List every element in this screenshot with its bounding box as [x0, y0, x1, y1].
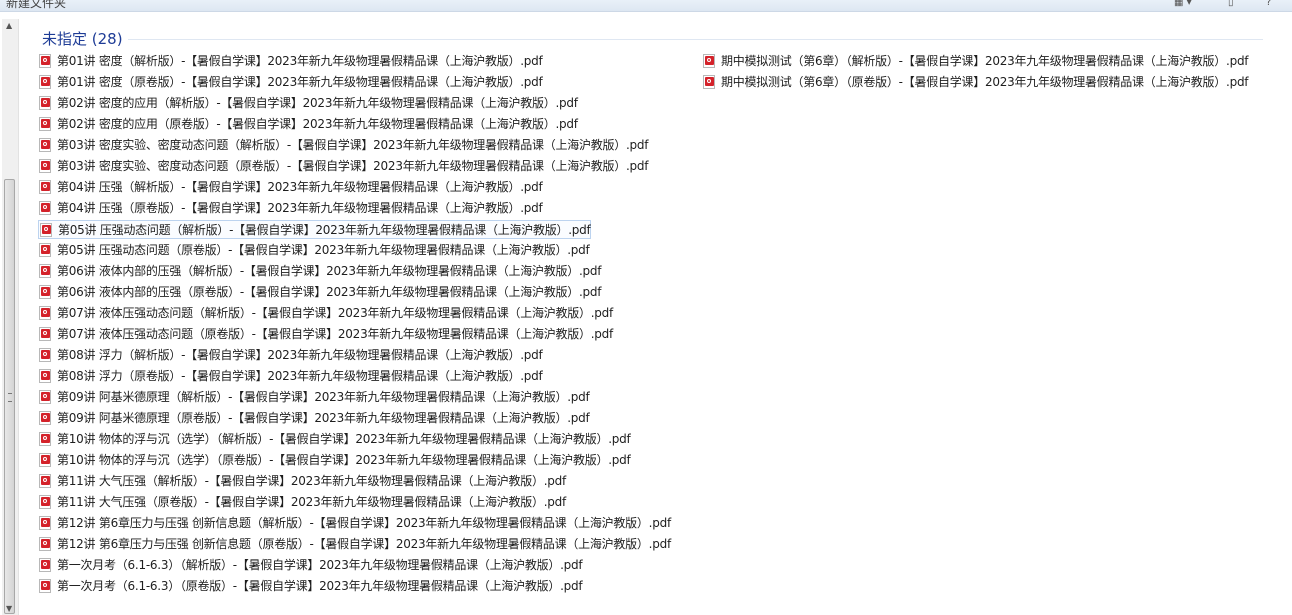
- file-item[interactable]: 期中模拟测试（第6章）（原卷版）-【暑假自学课】2023年九年级物理暑假精品课（…: [702, 73, 1249, 92]
- scroll-up-icon[interactable]: ▲: [6, 21, 13, 30]
- pdf-file-icon: [703, 54, 715, 68]
- pdf-file-icon: [39, 243, 51, 257]
- pdf-file-icon: [39, 285, 51, 299]
- file-item[interactable]: 期中模拟测试（第6章）（解析版）-【暑假自学课】2023年九年级物理暑假精品课（…: [702, 52, 1249, 71]
- file-name: 第07讲 液体压强动态问题（原卷版）-【暑假自学课】2023年新九年级物理暑假精…: [57, 327, 613, 341]
- file-item[interactable]: 第12讲 第6章压力与压强 创新信息题（解析版）-【暑假自学课】2023年新九年…: [38, 514, 671, 533]
- pdf-file-icon: [39, 390, 51, 404]
- pdf-file-icon: [39, 201, 51, 215]
- file-item[interactable]: 第一次月考（6.1-6.3）（解析版）-【暑假自学课】2023年九年级物理暑假精…: [38, 556, 583, 575]
- file-item[interactable]: 第12讲 第6章压力与压强 创新信息题（原卷版）-【暑假自学课】2023年新九年…: [38, 535, 671, 554]
- pdf-file-icon: [39, 264, 51, 278]
- file-item[interactable]: 第07讲 液体压强动态问题（解析版）-【暑假自学课】2023年新九年级物理暑假精…: [38, 304, 613, 323]
- file-name: 期中模拟测试（第6章）（原卷版）-【暑假自学课】2023年九年级物理暑假精品课（…: [721, 75, 1249, 89]
- file-name: 第06讲 液体内部的压强（原卷版）-【暑假自学课】2023年新九年级物理暑假精品…: [57, 285, 602, 299]
- file-item[interactable]: 第一次月考（6.1-6.3）（原卷版）-【暑假自学课】2023年九年级物理暑假精…: [38, 577, 583, 596]
- pdf-file-icon: [39, 138, 51, 152]
- file-item[interactable]: 第09讲 阿基米德原理（解析版）-【暑假自学课】2023年新九年级物理暑假精品课…: [38, 388, 590, 407]
- file-item[interactable]: 第04讲 压强（解析版）-【暑假自学课】2023年新九年级物理暑假精品课（上海沪…: [38, 178, 543, 197]
- file-item[interactable]: 第11讲 大气压强（解析版）-【暑假自学课】2023年新九年级物理暑假精品课（上…: [38, 472, 566, 491]
- pdf-file-icon: [39, 516, 51, 530]
- file-name: 第07讲 液体压强动态问题（解析版）-【暑假自学课】2023年新九年级物理暑假精…: [57, 306, 613, 320]
- pdf-file-icon: [39, 96, 51, 110]
- file-item[interactable]: 第08讲 浮力（原卷版）-【暑假自学课】2023年新九年级物理暑假精品课（上海沪…: [38, 367, 543, 386]
- file-name: 第02讲 密度的应用（解析版）-【暑假自学课】2023年新九年级物理暑假精品课（…: [57, 96, 578, 110]
- file-name: 第04讲 压强（原卷版）-【暑假自学课】2023年新九年级物理暑假精品课（上海沪…: [57, 201, 543, 215]
- file-item[interactable]: 第08讲 浮力（解析版）-【暑假自学课】2023年新九年级物理暑假精品课（上海沪…: [38, 346, 543, 365]
- pdf-file-icon: [39, 327, 51, 341]
- pdf-file-icon: [39, 411, 51, 425]
- file-name: 第06讲 液体内部的压强（解析版）-【暑假自学课】2023年新九年级物理暑假精品…: [57, 264, 602, 278]
- window-title: 新建文件夹: [6, 0, 67, 10]
- file-name: 第08讲 浮力（原卷版）-【暑假自学课】2023年新九年级物理暑假精品课（上海沪…: [57, 369, 543, 383]
- pdf-file-icon: [39, 579, 51, 593]
- view-options-icon[interactable]: ▦ ▾: [1174, 0, 1192, 8]
- pdf-file-icon: [39, 474, 51, 488]
- file-item[interactable]: 第01讲 密度（原卷版）-【暑假自学课】2023年新九年级物理暑假精品课（上海沪…: [38, 73, 543, 92]
- file-item[interactable]: 第10讲 物体的浮与沉（选学）（原卷版）-【暑假自学课】2023年新九年级物理暑…: [38, 451, 631, 470]
- help-icon[interactable]: ?: [1266, 0, 1272, 8]
- pdf-file-icon: [39, 75, 51, 89]
- pdf-file-icon: [39, 369, 51, 383]
- file-name: 第09讲 阿基米德原理（原卷版）-【暑假自学课】2023年新九年级物理暑假精品课…: [57, 411, 590, 425]
- file-name: 第12讲 第6章压力与压强 创新信息题（原卷版）-【暑假自学课】2023年新九年…: [57, 537, 671, 551]
- pdf-file-icon: [39, 453, 51, 467]
- file-item[interactable]: 第06讲 液体内部的压强（解析版）-【暑假自学课】2023年新九年级物理暑假精品…: [38, 262, 601, 281]
- file-item[interactable]: 第03讲 密度实验、密度动态问题（原卷版）-【暑假自学课】2023年新九年级物理…: [38, 157, 648, 176]
- file-item[interactable]: 第09讲 阿基米德原理（原卷版）-【暑假自学课】2023年新九年级物理暑假精品课…: [38, 409, 590, 428]
- scroll-thumb[interactable]: [4, 179, 15, 614]
- file-item[interactable]: 第05讲 压强动态问题（原卷版）-【暑假自学课】2023年新九年级物理暑假精品课…: [38, 241, 590, 260]
- pdf-file-icon: [39, 348, 51, 362]
- file-name: 第02讲 密度的应用（原卷版）-【暑假自学课】2023年新九年级物理暑假精品课（…: [57, 117, 578, 131]
- pdf-file-icon: [39, 180, 51, 194]
- file-item[interactable]: 第03讲 密度实验、密度动态问题（解析版）-【暑假自学课】2023年新九年级物理…: [38, 136, 648, 155]
- file-item[interactable]: 第01讲 密度（解析版）-【暑假自学课】2023年新九年级物理暑假精品课（上海沪…: [38, 52, 543, 71]
- file-name: 第04讲 压强（解析版）-【暑假自学课】2023年新九年级物理暑假精品课（上海沪…: [57, 180, 543, 194]
- file-name: 第一次月考（6.1-6.3）（解析版）-【暑假自学课】2023年九年级物理暑假精…: [57, 558, 583, 572]
- file-name: 第10讲 物体的浮与沉（选学）（解析版）-【暑假自学课】2023年新九年级物理暑…: [57, 432, 631, 446]
- title-bar: 新建文件夹 ▦ ▾ ▯ ?: [0, 0, 1292, 12]
- file-name: 第11讲 大气压强（解析版）-【暑假自学课】2023年新九年级物理暑假精品课（上…: [57, 474, 566, 488]
- pdf-file-icon: [39, 432, 51, 446]
- file-name: 第12讲 第6章压力与压强 创新信息题（解析版）-【暑假自学课】2023年新九年…: [57, 516, 671, 530]
- file-name: 第08讲 浮力（解析版）-【暑假自学课】2023年新九年级物理暑假精品课（上海沪…: [57, 348, 543, 362]
- file-item[interactable]: 第11讲 大气压强（原卷版）-【暑假自学课】2023年新九年级物理暑假精品课（上…: [38, 493, 566, 512]
- pdf-file-icon: [40, 223, 52, 237]
- file-item[interactable]: 第05讲 压强动态问题（解析版）-【暑假自学课】2023年新九年级物理暑假精品课…: [38, 220, 592, 239]
- pdf-file-icon: [39, 558, 51, 572]
- file-name: 第09讲 阿基米德原理（解析版）-【暑假自学课】2023年新九年级物理暑假精品课…: [57, 390, 590, 404]
- file-name: 第11讲 大气压强（原卷版）-【暑假自学课】2023年新九年级物理暑假精品课（上…: [57, 495, 566, 509]
- vertical-scrollbar[interactable]: ▲ ▼: [2, 19, 19, 615]
- group-header[interactable]: 未指定 (28): [42, 30, 123, 48]
- file-name: 第05讲 压强动态问题（解析版）-【暑假自学课】2023年新九年级物理暑假精品课…: [58, 223, 591, 237]
- pdf-file-icon: [39, 159, 51, 173]
- group-divider: [128, 39, 1263, 40]
- file-item[interactable]: 第02讲 密度的应用（解析版）-【暑假自学课】2023年新九年级物理暑假精品课（…: [38, 94, 578, 113]
- pdf-file-icon: [39, 54, 51, 68]
- pdf-file-icon: [703, 75, 715, 89]
- file-name: 期中模拟测试（第6章）（解析版）-【暑假自学课】2023年九年级物理暑假精品课（…: [721, 54, 1249, 68]
- file-name: 第05讲 压强动态问题（原卷版）-【暑假自学课】2023年新九年级物理暑假精品课…: [57, 243, 590, 257]
- scroll-down-icon[interactable]: ▼: [6, 604, 13, 613]
- file-item[interactable]: 第07讲 液体压强动态问题（原卷版）-【暑假自学课】2023年新九年级物理暑假精…: [38, 325, 613, 344]
- file-name: 第一次月考（6.1-6.3）（原卷版）-【暑假自学课】2023年九年级物理暑假精…: [57, 579, 583, 593]
- pdf-file-icon: [39, 495, 51, 509]
- file-name: 第01讲 密度（原卷版）-【暑假自学课】2023年新九年级物理暑假精品课（上海沪…: [57, 75, 543, 89]
- file-name: 第10讲 物体的浮与沉（选学）（原卷版）-【暑假自学课】2023年新九年级物理暑…: [57, 453, 631, 467]
- file-item[interactable]: 第04讲 压强（原卷版）-【暑假自学课】2023年新九年级物理暑假精品课（上海沪…: [38, 199, 543, 218]
- preview-pane-icon[interactable]: ▯: [1228, 0, 1234, 8]
- grip-icon: [8, 393, 12, 402]
- pdf-file-icon: [39, 537, 51, 551]
- file-item[interactable]: 第02讲 密度的应用（原卷版）-【暑假自学课】2023年新九年级物理暑假精品课（…: [38, 115, 578, 134]
- pdf-file-icon: [39, 306, 51, 320]
- file-name: 第01讲 密度（解析版）-【暑假自学课】2023年新九年级物理暑假精品课（上海沪…: [57, 54, 543, 68]
- file-name: 第03讲 密度实验、密度动态问题（解析版）-【暑假自学课】2023年新九年级物理…: [57, 138, 649, 152]
- pdf-file-icon: [39, 117, 51, 131]
- file-name: 第03讲 密度实验、密度动态问题（原卷版）-【暑假自学课】2023年新九年级物理…: [57, 159, 649, 173]
- file-item[interactable]: 第10讲 物体的浮与沉（选学）（解析版）-【暑假自学课】2023年新九年级物理暑…: [38, 430, 631, 449]
- file-item[interactable]: 第06讲 液体内部的压强（原卷版）-【暑假自学课】2023年新九年级物理暑假精品…: [38, 283, 601, 302]
